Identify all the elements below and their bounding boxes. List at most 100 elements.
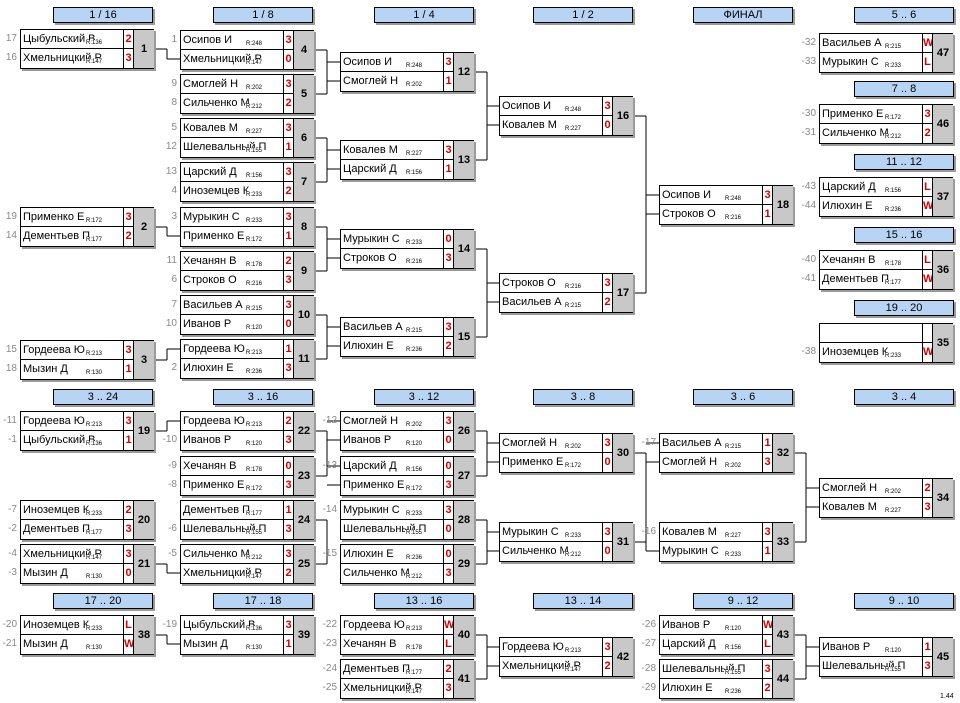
player-row[interactable] — [820, 324, 922, 343]
